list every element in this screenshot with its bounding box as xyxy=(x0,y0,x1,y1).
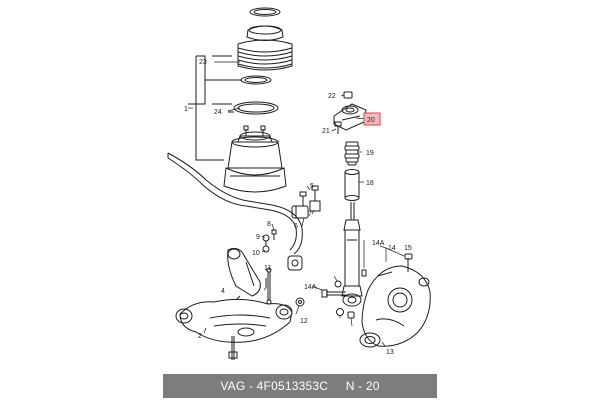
bump-stop xyxy=(344,141,360,166)
shock-absorber xyxy=(341,202,363,307)
callout-21: 21 xyxy=(322,128,330,135)
bolt-15 xyxy=(404,253,413,272)
callout-23: 23 xyxy=(199,59,207,66)
callout-4: 4 xyxy=(221,288,225,295)
position-text: N - 20 xyxy=(345,379,380,393)
leader-lines xyxy=(188,61,405,360)
callout-2: 2 xyxy=(198,333,202,340)
stabilizer-bar xyxy=(167,152,303,255)
stabilizer-bushing-clamp xyxy=(291,185,321,219)
callout-20: 20 xyxy=(367,117,375,124)
footer-spacer xyxy=(328,379,346,393)
callout-18: 18 xyxy=(366,180,374,187)
callout-14a-upper: 14A xyxy=(372,240,385,247)
bolt-14a-lower xyxy=(321,289,346,298)
lower-control-arm xyxy=(175,298,293,343)
callout-14: 14 xyxy=(388,245,396,252)
bolt-2 xyxy=(228,336,238,360)
bolt-21 xyxy=(334,121,342,134)
callout-19: 19 xyxy=(366,150,374,157)
callout-7: 7 xyxy=(308,211,312,218)
callout-6: 6 xyxy=(294,223,298,230)
part-number-footer: VAG - 4F0513353C N - 20 xyxy=(163,374,437,398)
air-spring-bellows xyxy=(237,39,293,71)
air-spring-bellows-cap xyxy=(246,25,284,41)
bolt-12 xyxy=(295,297,305,307)
air-spring-retainer-ring xyxy=(240,75,272,85)
bolts-8-9-10 xyxy=(262,229,277,253)
stabilizer-drop-link xyxy=(266,255,303,305)
washer-14a xyxy=(334,280,342,288)
nut-16-17 xyxy=(336,308,355,319)
callout-22: 22 xyxy=(328,93,336,100)
part-number-text: VAG - 4F0513353C xyxy=(220,379,329,393)
callout-12: 12 xyxy=(300,318,308,325)
bracket-1-23 xyxy=(188,55,242,161)
callout-24: 24 xyxy=(214,109,222,116)
callout-11: 11 xyxy=(264,265,271,272)
callout-14a-lower: 14A xyxy=(304,284,317,291)
callout-1: 1 xyxy=(184,106,188,113)
callout-15: 15 xyxy=(404,245,412,252)
bolt-14a-upper xyxy=(361,269,367,277)
protective-sleeve xyxy=(344,169,360,201)
callout-9: 9 xyxy=(256,234,260,241)
callout-5: 5 xyxy=(310,183,314,190)
callout-10: 10 xyxy=(252,250,260,257)
callout-8: 8 xyxy=(267,221,271,228)
highlight-part-20: 20 xyxy=(363,112,381,126)
air-spring-seal-ring xyxy=(233,101,279,115)
callout-13: 13 xyxy=(386,349,394,356)
callout-labels: 1 23 24 5 6 7 8 9 10 11 4 12 2 22 21 19 … xyxy=(184,59,412,356)
upper-arm-bracket xyxy=(227,247,261,301)
air-spring-body xyxy=(223,125,287,193)
wheel-bearing-housing xyxy=(359,265,431,348)
air-spring-top-ring xyxy=(249,7,281,17)
upper-nut-22 xyxy=(343,91,353,99)
